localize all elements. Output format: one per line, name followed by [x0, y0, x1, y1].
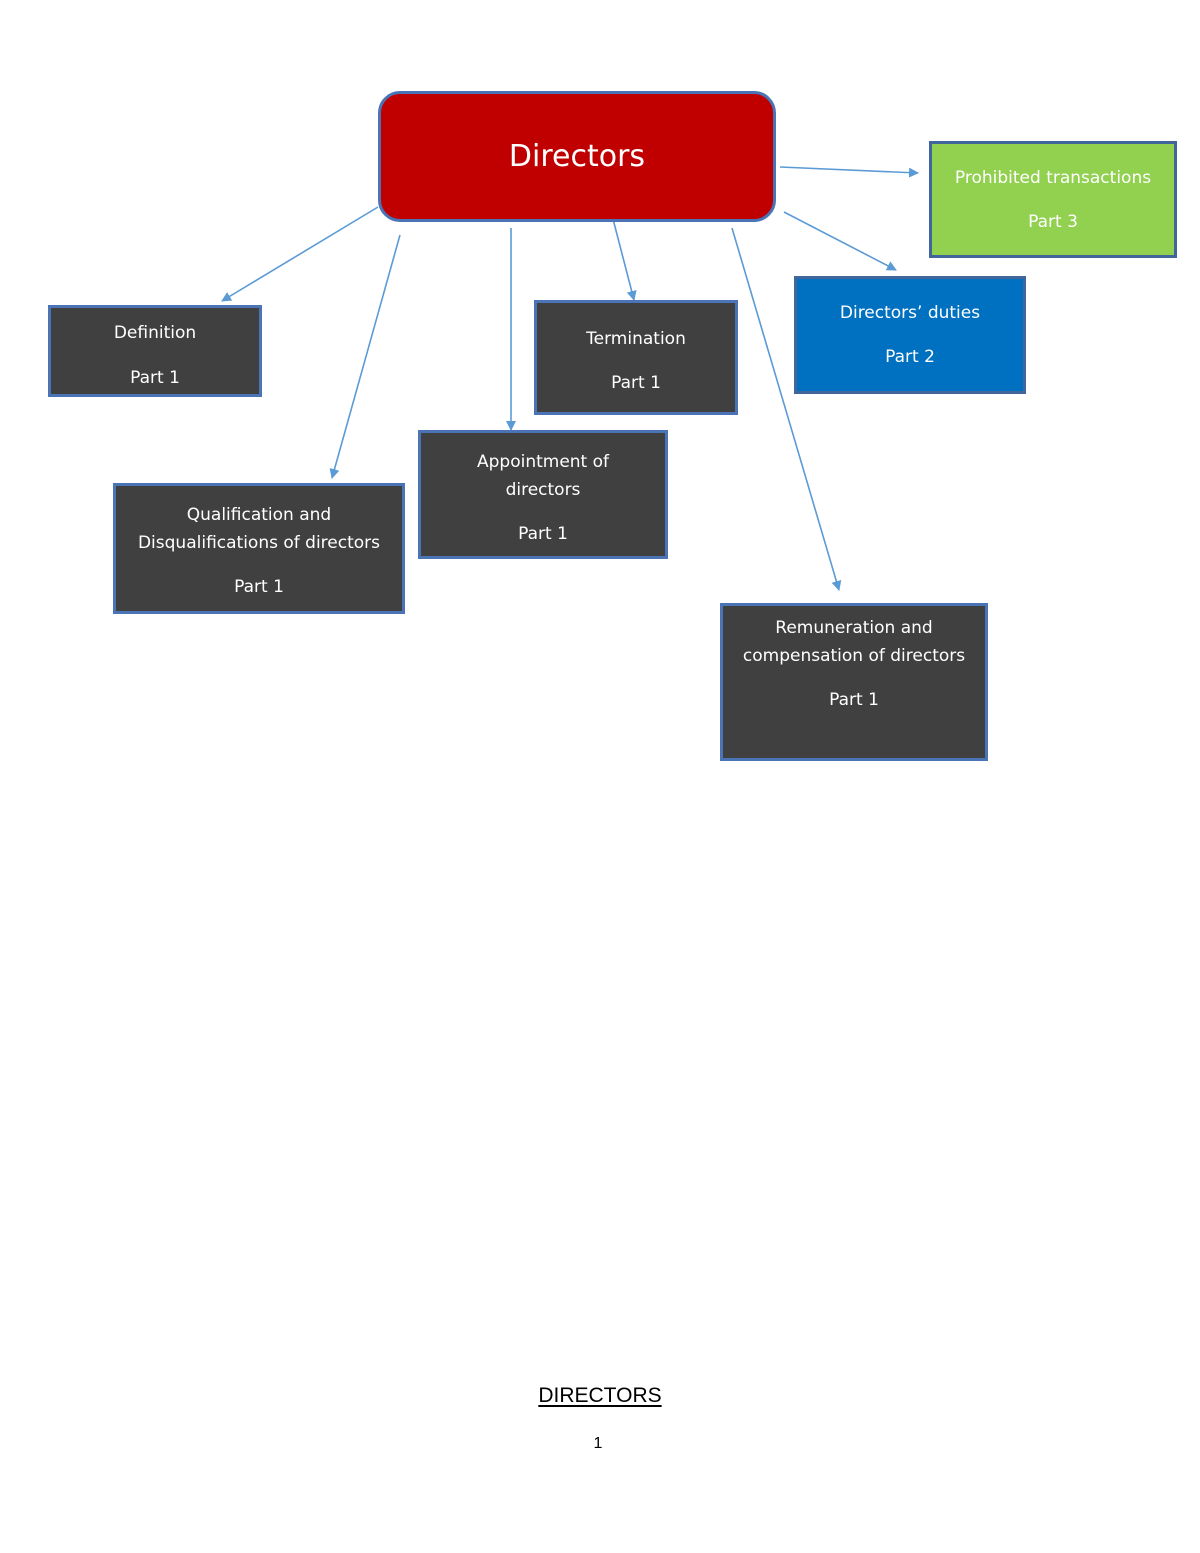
node-label-line1: Qualification and — [186, 505, 332, 525]
node-prohibited-transactions: Prohibited transactions Part 3 — [929, 141, 1177, 258]
node-label: Definition — [113, 323, 197, 343]
node-part: Part 3 — [1028, 211, 1078, 232]
node-label: Termination — [586, 329, 686, 349]
node-part: Part 1 — [130, 368, 180, 388]
node-part: Part 1 — [829, 690, 879, 710]
node-part: Part 2 — [885, 347, 935, 367]
node-remuneration-and-compensation: Remuneration and compensation of directo… — [720, 603, 988, 761]
node-termination: Termination Part 1 — [534, 300, 738, 415]
node-label: Prohibited transactions — [954, 167, 1152, 188]
node-label-line1: Remuneration and — [775, 618, 933, 638]
node-qualification-and-disqualifications: Qualification and Disqualifications of d… — [113, 483, 405, 614]
root-node-label: Directors — [508, 138, 646, 174]
node-part: Part 1 — [518, 524, 568, 544]
node-appointment-of-directors: Appointment of directors Part 1 — [418, 430, 668, 559]
node-label: Directors’ duties — [839, 303, 981, 323]
node-label-line2: Disqualifications of directors — [137, 533, 381, 553]
root-node-directors: Directors — [378, 91, 776, 222]
footer-title: DIRECTORS — [538, 1384, 662, 1407]
node-definition: Definition Part 1 — [48, 305, 262, 397]
node-label-line1: Appointment of — [476, 452, 610, 472]
node-label-line2: compensation of directors — [742, 646, 966, 666]
node-part: Part 1 — [611, 373, 661, 393]
arrow-root-to-termination — [612, 218, 637, 301]
node-label-line2: directors — [505, 480, 581, 500]
arrow-root-to-prohibited — [779, 166, 919, 178]
arrow-root-to-qualification — [329, 234, 401, 479]
arrow-root-to-definition — [221, 206, 379, 302]
node-directors-duties: Directors’ duties Part 2 — [794, 276, 1026, 394]
arrow-root-to-duties — [783, 211, 897, 271]
page-number: 1 — [593, 1435, 603, 1452]
node-part: Part 1 — [234, 577, 284, 597]
